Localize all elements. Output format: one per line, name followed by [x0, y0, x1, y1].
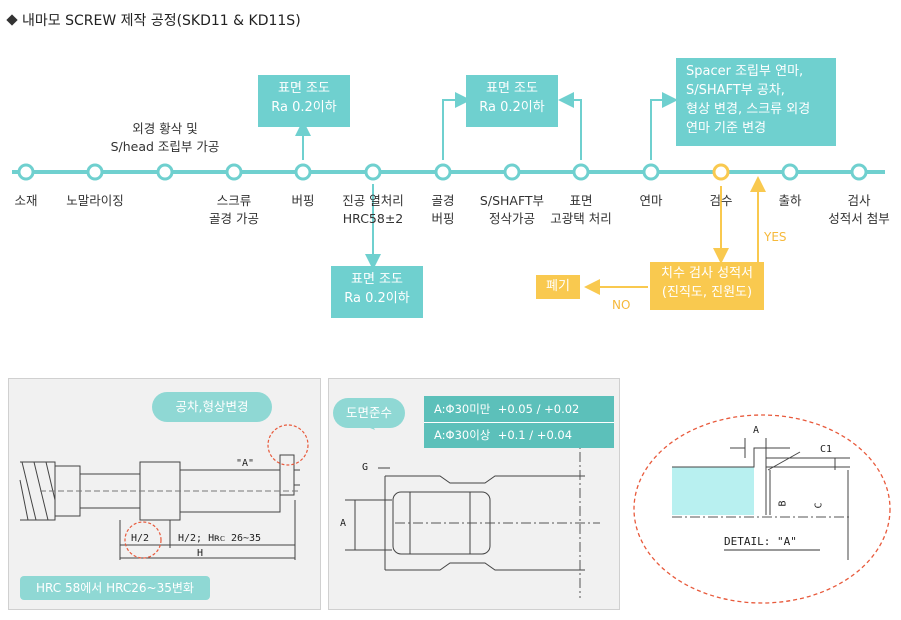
node-9	[642, 163, 660, 181]
step-nodes	[17, 163, 868, 181]
node-10	[712, 163, 730, 181]
node-2	[156, 163, 174, 181]
detail-circle-a	[267, 424, 309, 466]
node-6	[434, 163, 452, 181]
node-1	[86, 163, 104, 181]
step-label-0: 소재	[14, 193, 38, 208]
step-label-10: 검수	[709, 193, 733, 208]
panel1-dim-h: H	[197, 548, 204, 559]
step-label-4: 버핑	[291, 193, 315, 208]
node-5	[364, 163, 382, 181]
node-12	[850, 163, 868, 181]
detail-caption: DETAIL: "A"	[724, 535, 797, 548]
title-text: 내마모 SCREW 제작 공정(SKD11 & KD11S)	[22, 13, 301, 29]
tolerance-row-2: A:Φ30이상 +0.1 / +0.04	[434, 428, 573, 442]
node-7	[503, 163, 521, 181]
page-title: 내마모 SCREW 제작 공정(SKD11 & KD11S)	[6, 10, 301, 30]
note-heat-treat-roughness: 표면 조도 Ra 0.2이하	[331, 266, 423, 318]
tolerance-row-1: A:Φ30미만 +0.05 / +0.02	[434, 402, 580, 416]
panel2-bubble: 도면준수	[333, 398, 405, 428]
step-label-9: 연마	[639, 193, 663, 208]
yes-label: YES	[764, 230, 787, 244]
panel1-detail-label: "A"	[236, 458, 255, 469]
node-11	[781, 163, 799, 181]
note-buffing-roughness: 표면 조도 Ra 0.2이하	[258, 75, 350, 127]
panel1-dim-hrc: H/2; Hʀᴄ 26~35	[178, 533, 262, 544]
step-label-5: 진공 열처리 HRC58±2	[342, 193, 404, 226]
bone-buff-note-arrow	[442, 92, 471, 160]
inspection-report-box: 치수 검사 성적서 (진직도, 진원도)	[650, 262, 764, 310]
node-0	[17, 163, 35, 181]
detail-ellipse	[633, 414, 891, 604]
step-label-1: 노말라이징	[66, 193, 124, 208]
grinding-note-arrow	[650, 92, 678, 160]
panel1-dim-half: H/2	[131, 533, 150, 544]
tolerance-divider	[424, 422, 614, 423]
node-8	[572, 163, 590, 181]
detail-label-c: C	[813, 502, 825, 509]
discard-box: 폐기	[536, 275, 580, 299]
step-label-6: 골경 버핑	[431, 193, 455, 226]
detail-label-c1: C1	[820, 444, 833, 455]
detail-label-b: B	[777, 500, 789, 507]
step-label-2: 외경 황삭 및 S/head 조립부 가공	[110, 121, 220, 154]
panel2-label-g: G	[362, 462, 369, 473]
note-grinding: Spacer 조립부 연마, S/SHAFT부 공차, 형상 변경, 스크류 외…	[676, 58, 836, 146]
polish-note-arrow	[558, 92, 582, 160]
detail-label-a: A	[753, 425, 760, 436]
step-label-8: 표면 고광택 처리	[550, 193, 612, 226]
no-label: NO	[612, 298, 631, 312]
step-label-7: S/SHAFT부 정삭가공	[479, 193, 545, 226]
step-label-11: 출하	[778, 193, 802, 208]
step-label-12: 검사 성적서 첨부	[828, 193, 890, 226]
node-3	[225, 163, 243, 181]
step-label-3: 스크류 골경 가공	[209, 193, 259, 226]
node-4	[294, 163, 312, 181]
half-circle	[124, 521, 162, 559]
note-shaft-roughness: 표면 조도 Ra 0.2이하	[466, 75, 558, 127]
panel1-bubble: 공차,형상변경	[152, 392, 272, 422]
panel2-label-a: A	[340, 518, 347, 529]
panel1-hrc-tag: HRC 58에서 HRC26~35변화	[20, 576, 210, 600]
